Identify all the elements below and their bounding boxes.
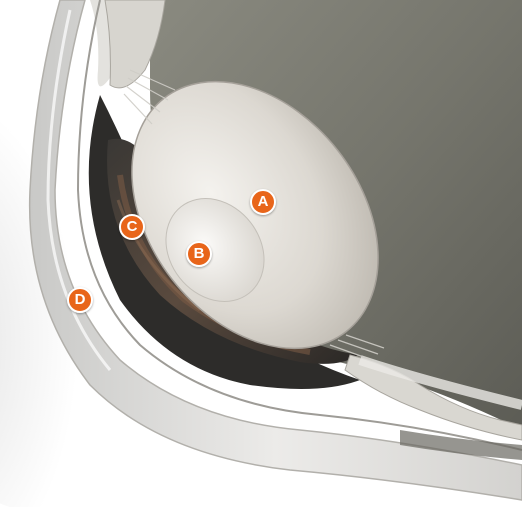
label-marker-b: B — [186, 241, 212, 267]
label-marker-d: D — [67, 287, 93, 313]
label-marker-c: C — [119, 214, 145, 240]
label-marker-a: A — [250, 189, 276, 215]
